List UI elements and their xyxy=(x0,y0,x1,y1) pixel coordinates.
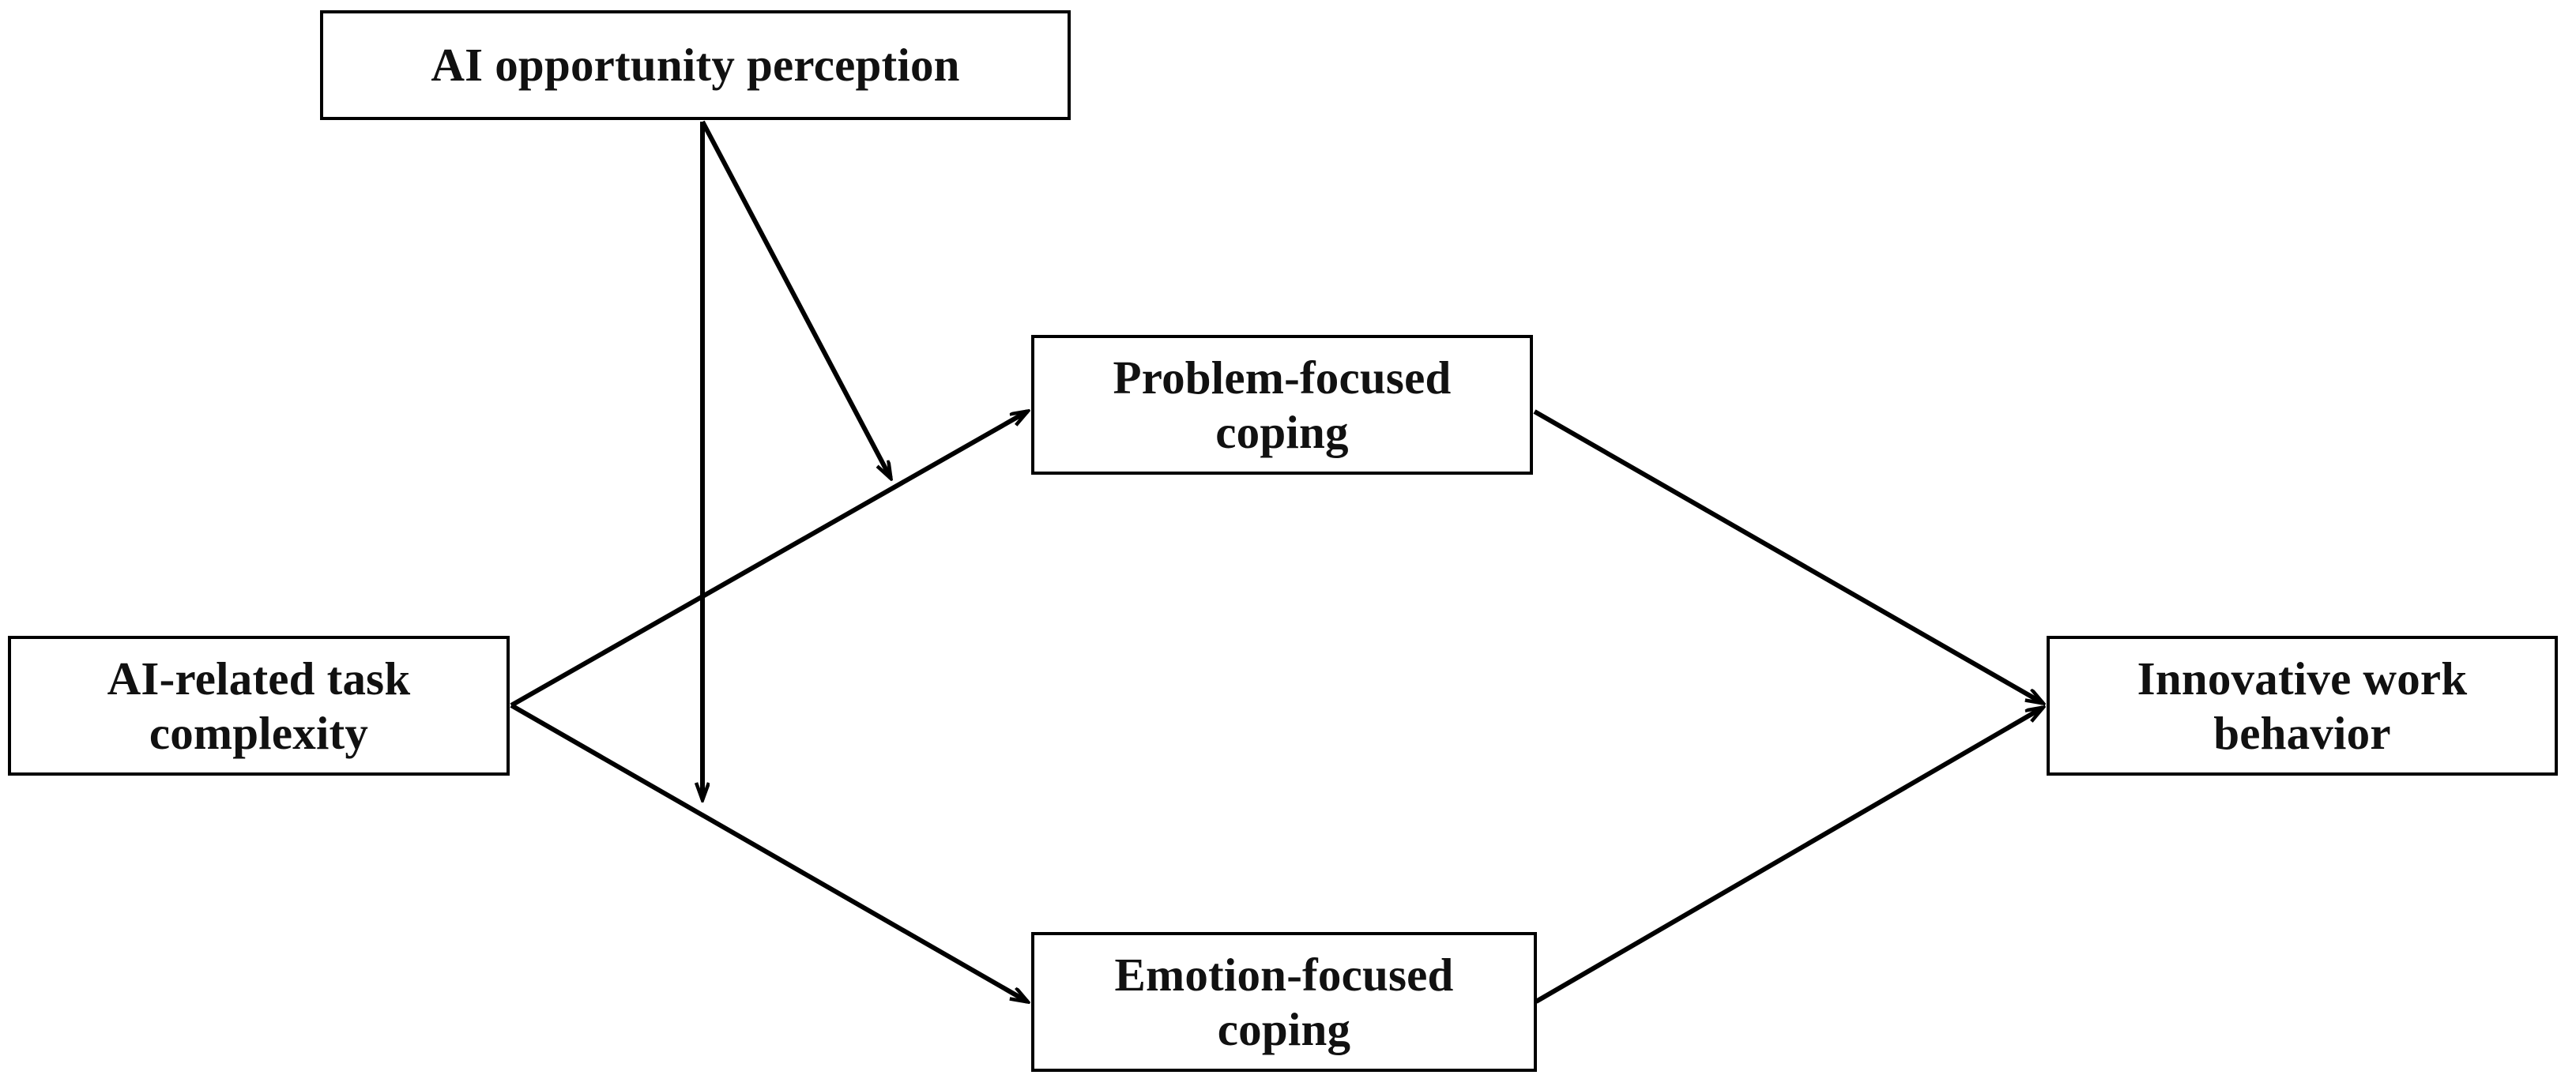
node-ai-opportunity-perception[interactable]: AI opportunity perception xyxy=(320,10,1071,120)
node-ai-related-task-complexity[interactable]: AI-related task complexity xyxy=(8,636,510,776)
edge-predictor-to-emotion-focused xyxy=(510,703,1027,1002)
node-label-moderator: AI opportunity perception xyxy=(431,39,960,92)
edge-predictor-to-problem-focused xyxy=(510,412,1027,708)
node-label-predictor: AI-related task complexity xyxy=(107,652,411,759)
node-label-mediator-problem: Problem-focused coping xyxy=(1113,351,1452,458)
node-problem-focused-coping[interactable]: Problem-focused coping xyxy=(1031,335,1533,475)
node-label-outcome: Innovative work behavior xyxy=(2137,652,2468,759)
edge-problem-focused-to-outcome xyxy=(1533,409,2043,703)
edge-emotion-focused-to-outcome xyxy=(1535,708,2043,1004)
edge-moderation-on-problem-path xyxy=(700,120,891,478)
node-innovative-work-behavior[interactable]: Innovative work behavior xyxy=(2047,636,2558,776)
node-emotion-focused-coping[interactable]: Emotion-focused coping xyxy=(1031,932,1537,1072)
node-label-mediator-emotion: Emotion-focused coping xyxy=(1114,949,1454,1055)
